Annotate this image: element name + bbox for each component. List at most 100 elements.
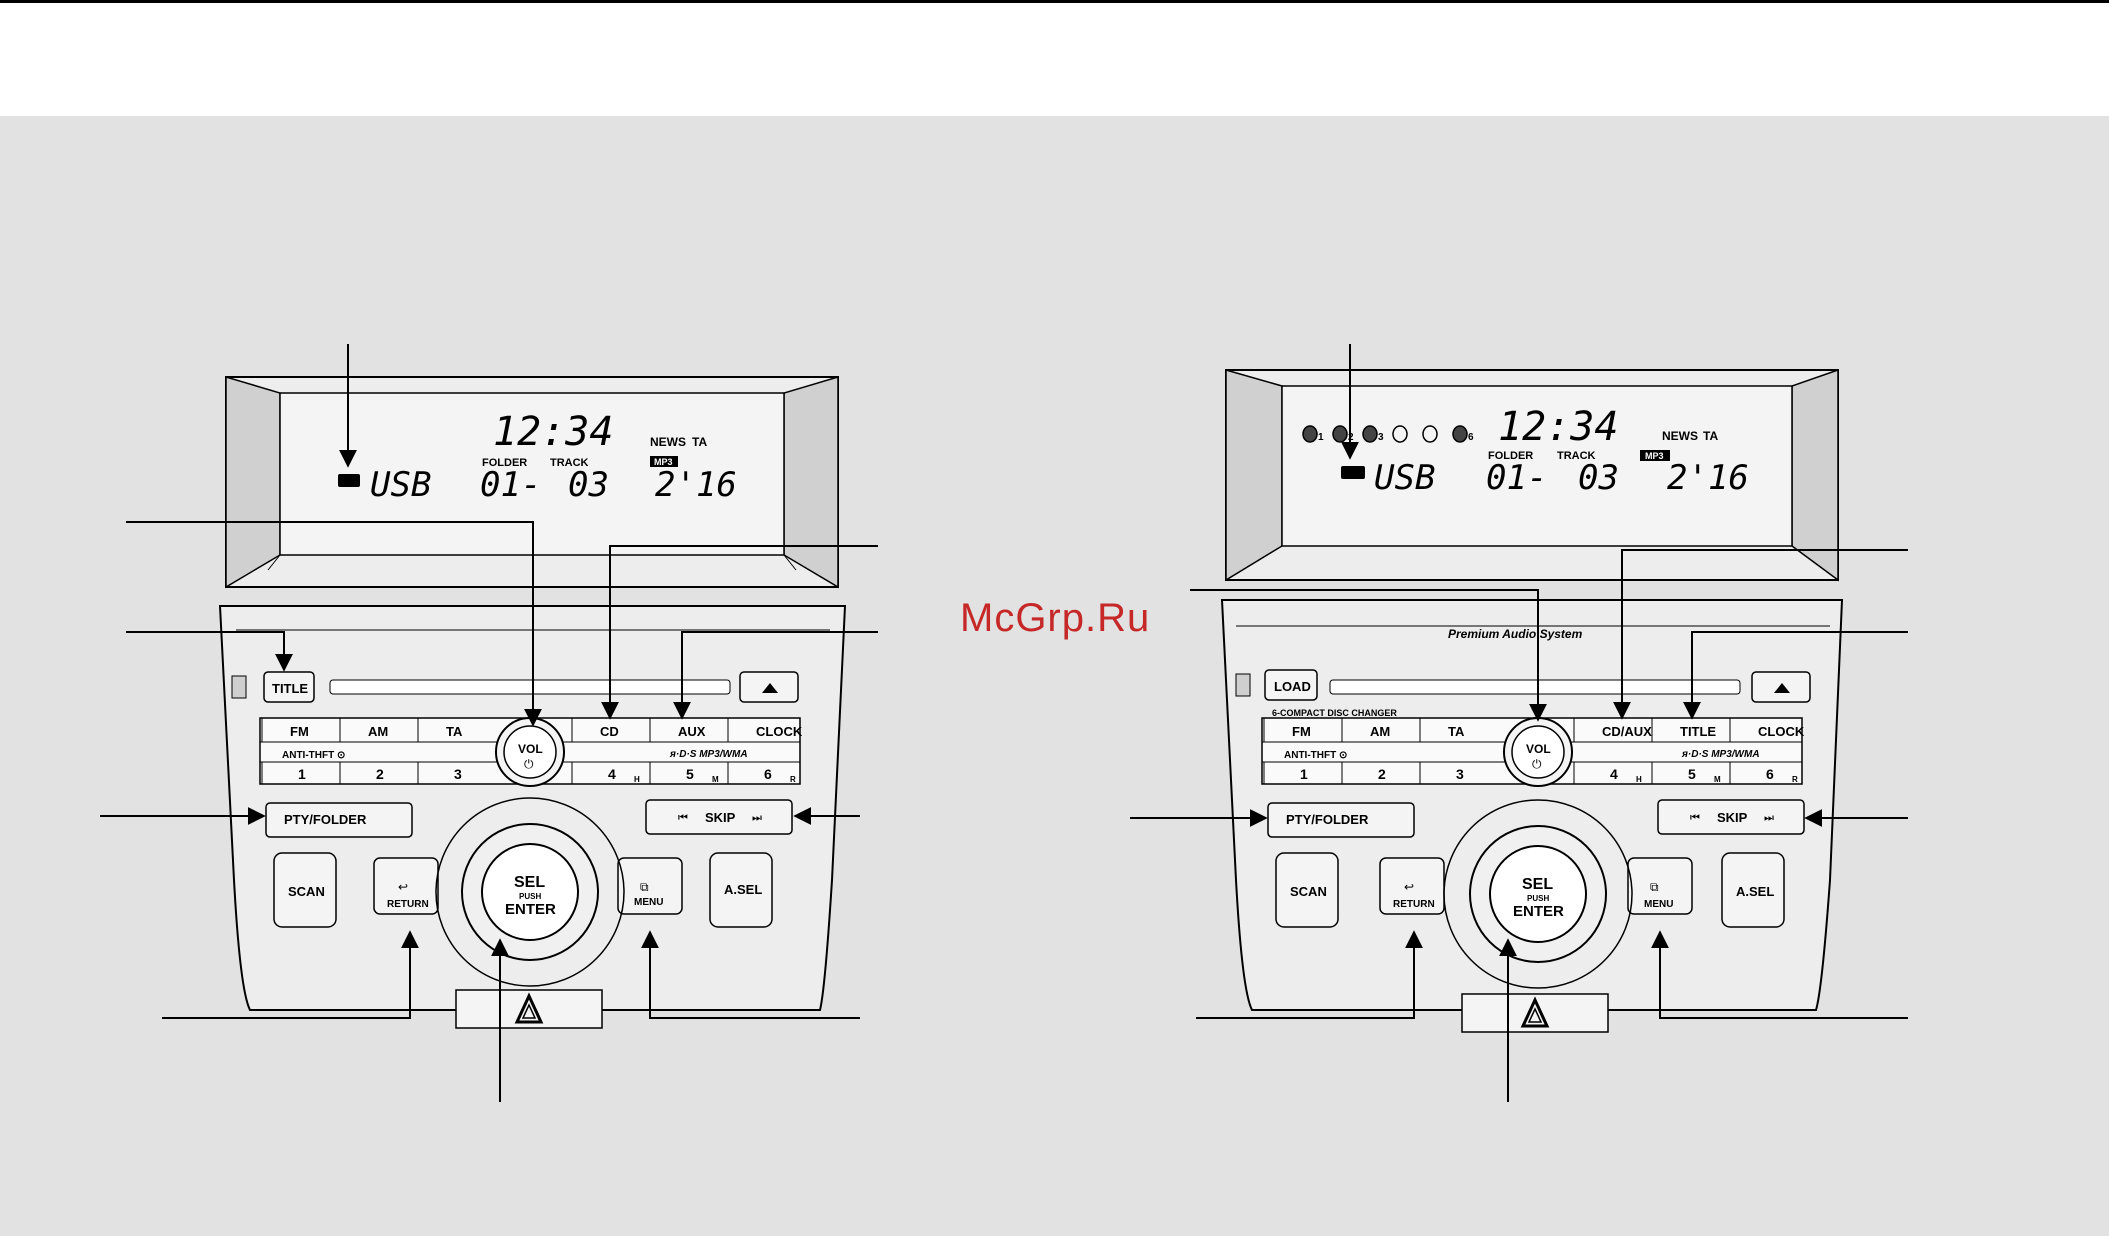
push-label[interactable]: PUSH — [519, 892, 541, 901]
lcd-folder-label: FOLDER — [1488, 450, 1533, 462]
lcd-folder-label: FOLDER — [482, 457, 527, 469]
skip-label[interactable]: SKIP — [1717, 810, 1748, 825]
preset-top-button[interactable]: CD — [600, 724, 619, 739]
disc-indicator-icon — [1422, 425, 1438, 443]
return-label[interactable]: RETURN — [1393, 899, 1435, 910]
pty-folder-label[interactable]: PTY/FOLDER — [1286, 812, 1369, 827]
anti-theft-label: ANTI-THFT ⊙ — [1284, 750, 1347, 761]
watermark: McGrp.Ru — [960, 596, 1151, 640]
audio-unit-left: 12:34 NEWS TA FOLDER TRACK MP3 USB 01- 0… — [100, 344, 878, 1102]
preset-top-button[interactable]: TA — [1448, 724, 1465, 739]
changer-label: 6-COMPACT DISC CHANGER — [1272, 708, 1397, 718]
lcd-mp3-badge: MP3 — [1645, 451, 1664, 461]
lcd-track-value: 03 — [568, 465, 609, 505]
hazard-icon[interactable] — [514, 992, 544, 1024]
skip-label[interactable]: SKIP — [705, 810, 736, 825]
preset-sub-label: H — [634, 775, 640, 784]
disc-indicator-icon — [1302, 425, 1318, 443]
menu-icon[interactable]: ⧉ — [1650, 880, 1659, 894]
asel-label[interactable]: A.SEL — [724, 882, 762, 897]
pty-folder-label[interactable]: PTY/FOLDER — [284, 812, 367, 827]
usb-icon — [1341, 466, 1365, 479]
power-icon[interactable]: ⏻ — [1532, 757, 1542, 771]
preset-number-button[interactable]: 1 — [298, 766, 306, 782]
vol-knob-label[interactable]: VOL — [518, 742, 543, 756]
scan-label[interactable]: SCAN — [288, 884, 325, 899]
preset-top-button[interactable]: TITLE — [1680, 724, 1716, 739]
disc-indicator-number: 6 — [1468, 432, 1474, 443]
preset-top-button[interactable]: FM — [1292, 724, 1311, 739]
preset-number-button[interactable]: 4 — [608, 766, 616, 782]
return-icon[interactable]: ↩ — [1404, 880, 1414, 894]
return-label[interactable]: RETURN — [387, 899, 429, 910]
eject-icon[interactable] — [762, 683, 778, 693]
preset-sub-label: R — [1792, 775, 1798, 784]
lcd-ta: TA — [1703, 429, 1718, 443]
preset-top-button[interactable]: FM — [290, 724, 309, 739]
preset-top-button[interactable]: CLOCK — [756, 724, 803, 739]
scan-label[interactable]: SCAN — [1290, 884, 1327, 899]
preset-sub-label: M — [1714, 775, 1721, 784]
preset-number-button[interactable]: 2 — [376, 766, 384, 782]
usb-icon — [338, 474, 360, 487]
lcd-folder-value: 01- — [480, 465, 541, 505]
lcd-news: NEWS — [1662, 429, 1698, 443]
brand-label: Premium Audio System — [1448, 627, 1583, 641]
preset-number-button[interactable]: 1 — [1300, 766, 1308, 782]
push-label[interactable]: PUSH — [1527, 894, 1549, 903]
menu-icon[interactable]: ⧉ — [640, 880, 649, 894]
menu-label[interactable]: MENU — [634, 897, 663, 908]
sel-label[interactable]: SEL — [514, 874, 545, 891]
lcd-ta: TA — [692, 435, 707, 449]
top-left-button-label[interactable]: LOAD — [1274, 679, 1311, 694]
lcd-folder-value: 01- — [1486, 458, 1547, 498]
lcd-source: USB — [370, 465, 431, 505]
hazard-icon[interactable] — [1520, 996, 1550, 1028]
return-icon[interactable]: ↩ — [398, 880, 408, 894]
disc-indicator-icon — [1332, 425, 1348, 443]
lcd-track-label: TRACK — [550, 457, 589, 469]
anti-theft-label: ANTI-THFT ⊙ — [282, 750, 345, 761]
skip-back-icon[interactable]: ⏮ — [1690, 811, 1700, 824]
asel-label[interactable]: A.SEL — [1736, 884, 1774, 899]
preset-number-button[interactable]: 4 — [1610, 766, 1618, 782]
preset-top-button[interactable]: AM — [368, 724, 388, 739]
preset-number-button[interactable]: 6 — [764, 766, 772, 782]
disc-indicator-icon — [1392, 425, 1408, 443]
lcd-track-label: TRACK — [1557, 450, 1596, 462]
audio-unit-right: 1236 12:34 NEWS TA FOLDER TRACK MP3 USB … — [1130, 344, 1908, 1102]
skip-back-icon[interactable]: ⏮ — [678, 811, 688, 824]
preset-top-button[interactable]: CD/AUX — [1602, 724, 1652, 739]
lcd-time-value: 2'16 — [655, 465, 737, 505]
preset-number-button[interactable]: 5 — [686, 766, 694, 782]
lcd-news: NEWS — [650, 435, 686, 449]
disc-indicator-icon — [1362, 425, 1378, 443]
vol-knob-label[interactable]: VOL — [1526, 742, 1551, 756]
disc-indicator-icon — [1452, 425, 1468, 443]
preset-number-button[interactable]: 5 — [1688, 766, 1696, 782]
preset-number-button[interactable]: 3 — [454, 766, 462, 782]
top-left-button-label[interactable]: TITLE — [272, 681, 308, 696]
skip-forward-icon[interactable]: ⏭ — [1764, 811, 1774, 824]
lcd-time-value: 2'16 — [1667, 458, 1749, 498]
rds-logo-text: ᴙ·D·S MP3/WMA — [1681, 749, 1760, 760]
preset-sub-label: H — [1636, 775, 1642, 784]
rds-logo-text: ᴙ·D·S MP3/WMA — [669, 749, 748, 760]
disc-indicator-number: 1 — [1318, 432, 1324, 443]
preset-number-button[interactable]: 6 — [1766, 766, 1774, 782]
preset-top-button[interactable]: AUX — [678, 724, 706, 739]
power-icon[interactable]: ⏻ — [524, 757, 534, 771]
preset-number-button[interactable]: 2 — [1378, 766, 1386, 782]
preset-top-button[interactable]: TA — [446, 724, 463, 739]
lcd-source: USB — [1374, 458, 1435, 498]
preset-number-button[interactable]: 3 — [1456, 766, 1464, 782]
eject-icon[interactable] — [1774, 683, 1790, 693]
skip-forward-icon[interactable]: ⏭ — [752, 811, 762, 824]
preset-top-button[interactable]: AM — [1370, 724, 1390, 739]
sel-label[interactable]: SEL — [1522, 876, 1553, 893]
enter-label[interactable]: ENTER — [505, 901, 556, 918]
enter-label[interactable]: ENTER — [1513, 903, 1564, 920]
menu-label[interactable]: MENU — [1644, 899, 1673, 910]
preset-top-button[interactable]: CLOCK — [1758, 724, 1805, 739]
